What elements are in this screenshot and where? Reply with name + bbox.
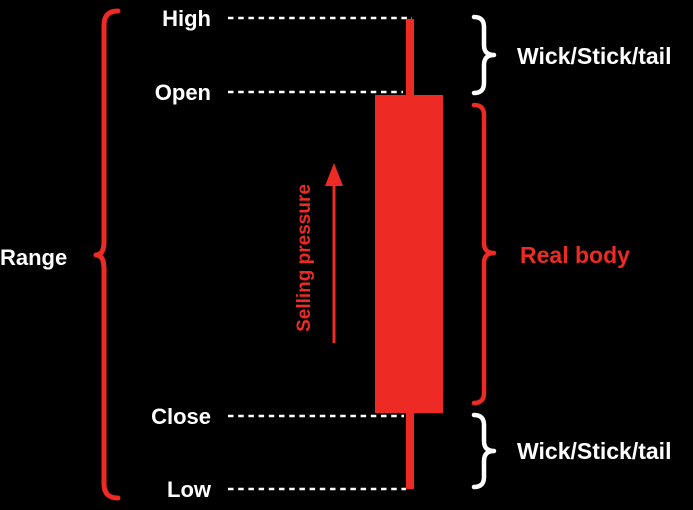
upper-wick-brace <box>471 14 497 96</box>
close-label: Close <box>151 404 211 429</box>
low-label: Low <box>167 477 211 502</box>
lower-wick-brace <box>471 412 497 490</box>
lower-wick-label: Wick/Stick/tail <box>517 438 672 464</box>
upper-wick-label: Wick/Stick/tail <box>517 43 672 69</box>
lower-wick <box>406 412 414 489</box>
real-body-brace <box>471 102 497 406</box>
upper-wick <box>406 19 414 96</box>
selling-pressure-arrowhead <box>325 163 343 186</box>
range-brace <box>93 8 121 501</box>
real-body-label: Real body <box>520 242 630 268</box>
selling-pressure-label: Selling pressure <box>294 184 315 332</box>
candle-body <box>375 95 443 413</box>
high-label: High <box>162 6 211 31</box>
open-label: Open <box>154 80 211 105</box>
range-label: Range <box>0 245 68 270</box>
